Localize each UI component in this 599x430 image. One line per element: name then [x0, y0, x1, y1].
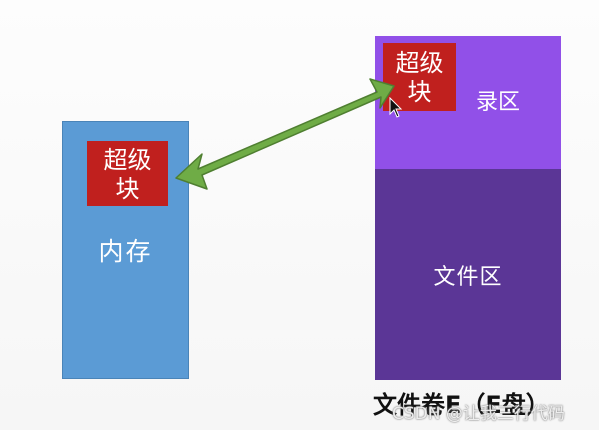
- disk-superblock-line2: 块: [407, 78, 432, 106]
- memory-superblock: 超级 块: [87, 141, 168, 206]
- watermark: CSDN @让我三行代码: [392, 404, 565, 424]
- file-area: 文件区: [375, 169, 561, 380]
- memory-label: 内存: [98, 237, 153, 266]
- memory-superblock-line1: 超级: [103, 145, 152, 174]
- disk-superblock: 超级 块: [383, 43, 456, 111]
- memory-superblock-line2: 块: [115, 174, 140, 203]
- file-volume: 录区 文件区: [375, 36, 561, 380]
- volume-caption: 文件卷E（E盘）: [373, 391, 550, 419]
- mouse-cursor-icon: [389, 97, 403, 118]
- disk-superblock-line1: 超级: [395, 49, 444, 77]
- directory-area-label: 录区: [475, 90, 520, 115]
- file-area-label: 文件区: [433, 265, 503, 290]
- double-arrow-shape: [175, 78, 395, 190]
